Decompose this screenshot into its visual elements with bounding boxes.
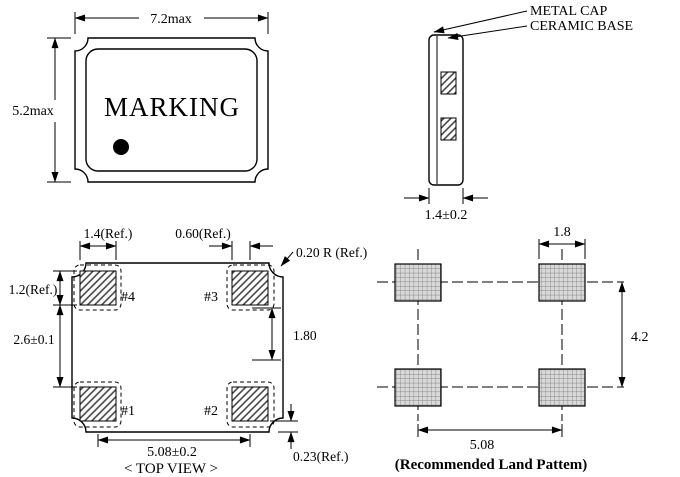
dim-pad-width: 1.4(Ref.): [79, 226, 133, 260]
front-height-dimension: 5.2max: [12, 37, 71, 183]
pad-gap-dim-text: 2.6±0.1: [13, 332, 54, 347]
pad3-castellation-dashed: [226, 264, 275, 311]
corner-radius-dim-text: 0.20 R (Ref.): [296, 245, 367, 260]
top-view: #4 #3 #1 #2 1.4(Ref.) 0.60(Ref.) 0.20 R …: [9, 226, 368, 477]
inner-gap-dim-text: 1.80: [293, 328, 317, 343]
front-width-dim-text: 7.2max: [150, 12, 192, 27]
top-view-caption: < TOP VIEW >: [124, 461, 218, 477]
land-pattern-caption: (Recommended Land Pattem): [395, 457, 587, 473]
land-pad-bottom-right: [538, 368, 586, 407]
side-body-outline: [428, 34, 464, 186]
land-vertical-pitch-dim-text: 4.2: [631, 330, 649, 345]
side-thickness-dimension: 1.4±0.2: [404, 188, 488, 223]
dim-inner-gap: 1.80: [252, 307, 317, 361]
dim-pad-offset: 0.60(Ref.): [175, 226, 273, 260]
top-view-body-outline: [71, 262, 284, 433]
dim-pad-pitch: 5.08±0.2: [97, 434, 251, 460]
pad-offset-dim-text: 0.60(Ref.): [175, 226, 230, 241]
ceramic-base-callout: CERAMIC BASE: [447, 19, 633, 40]
dim-pad-gap: 2.6±0.1: [13, 304, 77, 388]
land-pad-bottom-left: [394, 368, 442, 407]
side-view: METAL CAP CERAMIC BASE 1.4±0.2: [404, 4, 633, 223]
pad4-castellation-dashed: [73, 264, 122, 311]
side-pad-upper: [440, 71, 457, 95]
pad-width-dim-text: 1.4(Ref.): [84, 226, 133, 241]
pad-1: [79, 386, 117, 422]
dim-land-vertical-pitch: 4.2: [618, 281, 649, 388]
pad-4: [79, 270, 117, 306]
pad2-castellation-dashed: [226, 381, 275, 428]
pad-3-label: #3: [204, 290, 218, 305]
pad-2: [231, 386, 269, 422]
metal-cap-label: METAL CAP: [530, 4, 608, 19]
pad-1-label: #1: [121, 404, 135, 419]
pad-pitch-dim-text: 5.08±0.2: [147, 445, 197, 460]
land-pad-top-left: [394, 263, 442, 302]
pad1-castellation-dashed: [73, 381, 122, 428]
marking-text: MARKING: [104, 92, 240, 122]
land-pattern: 1.8 4.2 5.08 (Recommended Land Pattem): [377, 225, 649, 473]
dim-pad-height: 1.2(Ref.): [9, 270, 77, 306]
land-horizontal-pitch-dim-text: 5.08: [470, 438, 495, 453]
dim-pad-edge: 0.23(Ref.): [270, 404, 348, 464]
ceramic-base-label: CERAMIC BASE: [530, 19, 633, 34]
pin1-indicator-dot: [113, 139, 129, 155]
front-width-dimension: 7.2max: [74, 12, 269, 34]
land-pad-top-right: [538, 263, 586, 302]
front-height-dim-text: 5.2max: [12, 104, 54, 119]
dim-land-pad-width: 1.8: [538, 225, 586, 259]
dim-land-horizontal-pitch: 5.08: [417, 424, 563, 453]
dim-corner-radius: 0.20 R (Ref.): [280, 245, 367, 267]
front-view: MARKING 7.2max 5.2max: [12, 12, 269, 183]
pad-3: [231, 270, 269, 306]
side-pad-lower: [440, 117, 457, 141]
land-pad-width-dim-text: 1.8: [553, 225, 571, 240]
pad-4-label: #4: [121, 290, 135, 305]
metal-cap-outline: [85, 48, 258, 172]
side-thickness-dim-text: 1.4±0.2: [425, 208, 468, 223]
metal-cap-callout: METAL CAP: [433, 4, 608, 34]
pad-edge-dim-text: 0.23(Ref.): [293, 449, 348, 464]
pad-2-label: #2: [204, 404, 218, 419]
pad-height-dim-text: 1.2(Ref.): [9, 282, 58, 297]
